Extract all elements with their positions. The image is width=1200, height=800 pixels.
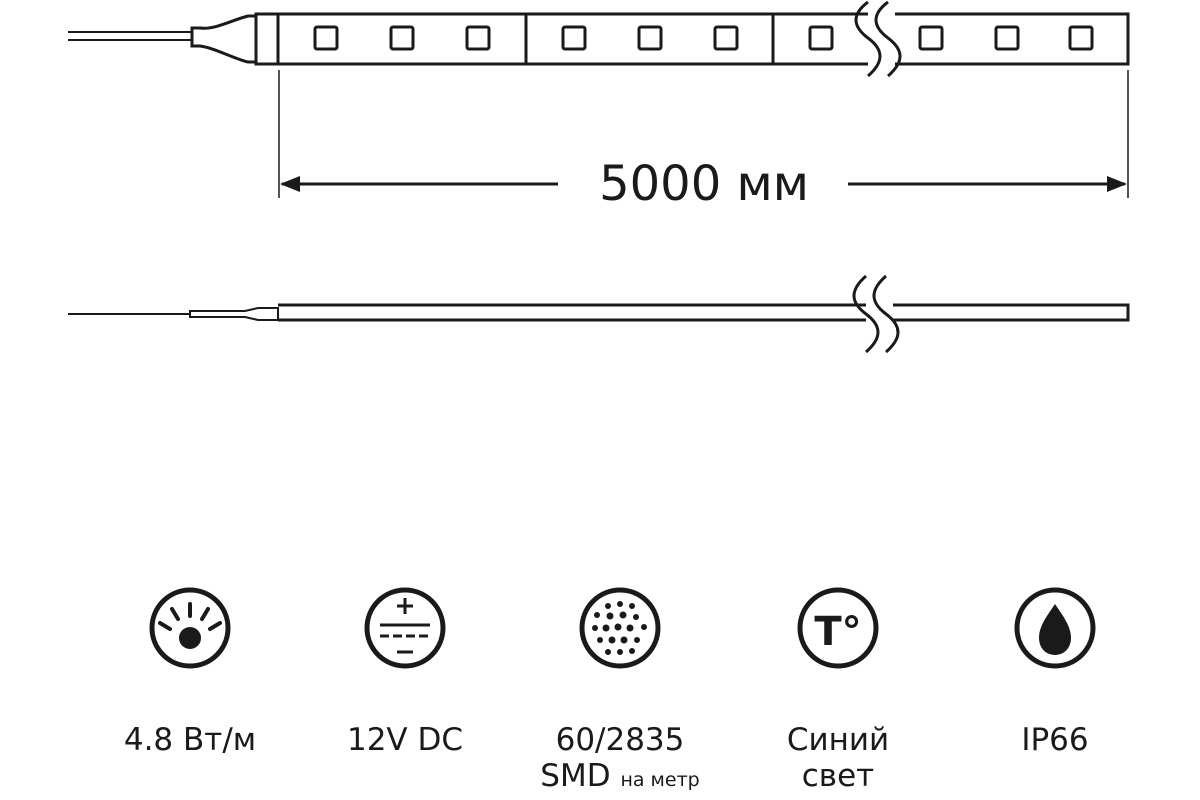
temperature-icon-text: T° [814, 609, 861, 655]
led-chip [808, 25, 834, 51]
side-break-mark [872, 274, 900, 354]
arrowhead-right [1107, 176, 1127, 192]
spec-color-line2: свет [801, 758, 875, 794]
led-chip [918, 25, 944, 51]
strip-body-left [278, 12, 868, 66]
led-chip [994, 25, 1020, 51]
break-mark [854, 0, 882, 78]
side-strip-body-right [893, 303, 1130, 322]
led-chip [561, 25, 587, 51]
side-strip-body-left [278, 303, 866, 322]
led-dots-icon [579, 587, 661, 669]
water-drop-icon [1014, 587, 1096, 669]
brightness-icon [149, 587, 231, 669]
strip-end-block [254, 12, 280, 66]
led-chips [313, 25, 1094, 51]
led-chip [389, 25, 415, 51]
spec-label-protection: IP66 [955, 722, 1155, 758]
strip-body-right [895, 12, 1130, 66]
arrowhead-left [280, 176, 300, 192]
dimension-line [278, 70, 1129, 198]
spec-leds-smd: SMD [540, 758, 611, 794]
spec-label-leds: 60/2835 SMD на метр [520, 722, 720, 798]
spec-leds-line1: 60/2835 [555, 722, 685, 758]
spec-label-power: 4.8 Вт/м [90, 722, 290, 758]
spec-color-line1: Синий [786, 722, 890, 758]
spec-power-text: 4.8 Вт/м [123, 722, 257, 758]
strip-side-view [68, 274, 1130, 354]
dimension-label: 5000 мм [599, 156, 809, 212]
spec-label-voltage: 12V DC [305, 722, 505, 758]
temperature-icon: T° [797, 587, 879, 669]
side-break-mark [852, 274, 880, 354]
spec-leds-per-meter: на метр [620, 769, 700, 791]
break-mark [874, 0, 902, 78]
strip-top-view [68, 0, 1130, 78]
wire-leads [68, 31, 192, 41]
spec-leds-line2: SMD на метр [520, 758, 720, 798]
spec-protection-text: IP66 [1021, 722, 1089, 758]
dc-voltage-icon [364, 587, 446, 669]
led-chip [1068, 25, 1094, 51]
led-chip [713, 25, 739, 51]
led-chip [637, 25, 663, 51]
led-chip [465, 25, 491, 51]
spec-voltage-text: 12V DC [346, 722, 464, 758]
side-connector [189, 307, 279, 321]
led-chip [313, 25, 339, 51]
strip-end-cap [190, 14, 258, 64]
spec-label-color: Синий свет [738, 722, 938, 794]
